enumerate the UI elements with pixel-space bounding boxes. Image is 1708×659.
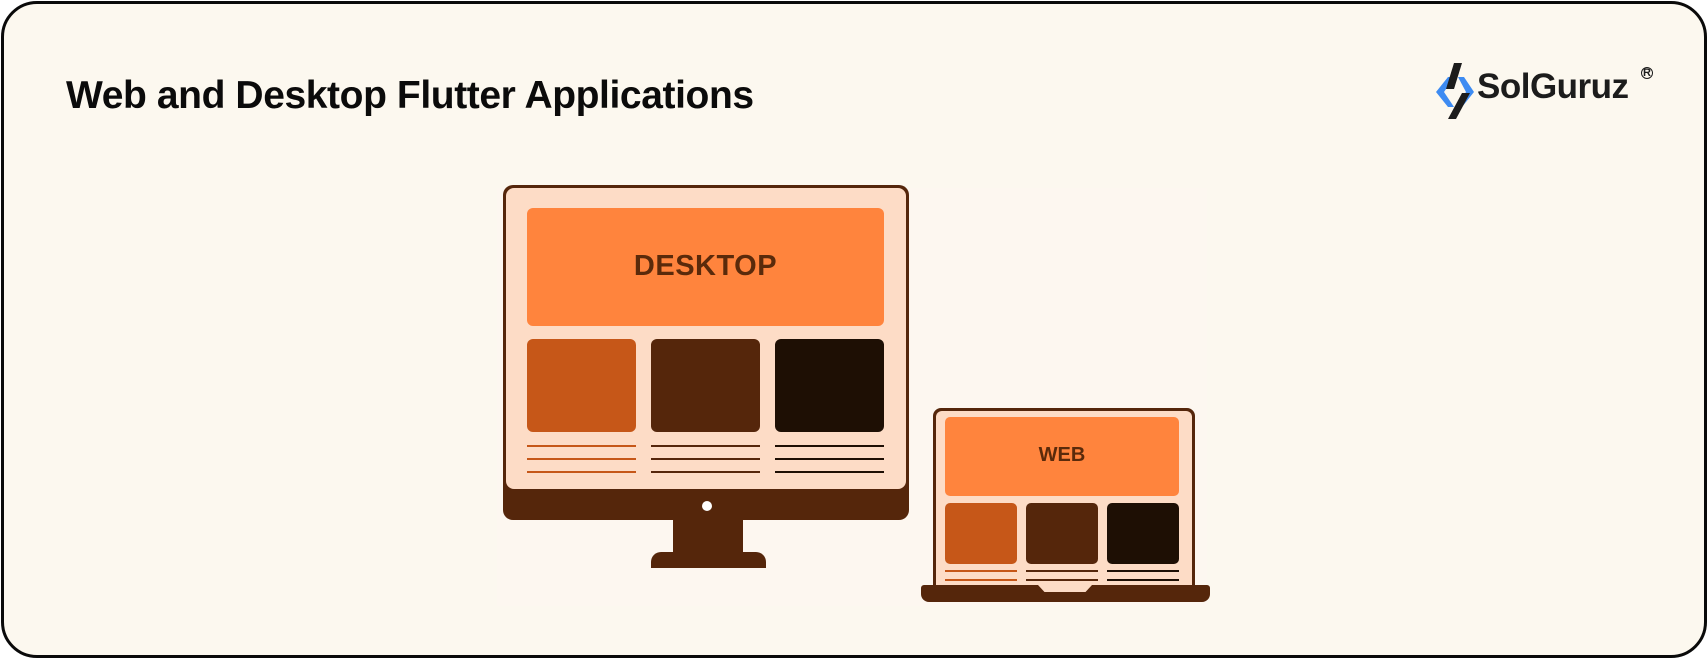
text-line: [1026, 570, 1098, 572]
text-line: [651, 445, 760, 447]
laptop-notch: [1038, 585, 1092, 592]
text-line: [651, 471, 760, 473]
web-banner: WEB: [945, 417, 1179, 496]
text-line: [945, 570, 1017, 572]
text-line: [651, 458, 760, 460]
camera-dot-icon: [702, 501, 712, 511]
registered-mark: R: [1641, 67, 1653, 79]
laptop-tile-1: [945, 503, 1017, 564]
web-banner-label: WEB: [1038, 444, 1086, 466]
text-line: [945, 579, 1017, 581]
laptop-tile-2: [1026, 503, 1098, 564]
laptop-tile-3: [1107, 503, 1179, 564]
solguruz-logo-mark-icon: [1436, 63, 1474, 119]
text-line: [527, 445, 636, 447]
desktop-tile-1: [527, 339, 636, 432]
text-line: [775, 471, 884, 473]
text-line: [527, 471, 636, 473]
text-line: [1107, 579, 1179, 581]
desktop-tile-3: [775, 339, 884, 432]
laptop-base: [921, 585, 1210, 602]
logo-text: SolGuruz: [1477, 67, 1629, 106]
text-line: [527, 458, 636, 460]
text-line: [775, 445, 884, 447]
desktop-banner-label: DESKTOP: [633, 250, 778, 282]
text-line: [1107, 570, 1179, 572]
text-line: [1026, 579, 1098, 581]
solguruz-logo: SolGuruz R: [1434, 59, 1664, 123]
page-title: Web and Desktop Flutter Applications: [66, 74, 754, 117]
desktop-banner: DESKTOP: [527, 208, 884, 326]
text-line: [775, 458, 884, 460]
monitor-base: [651, 552, 766, 568]
desktop-tile-2: [651, 339, 760, 432]
monitor-stand: [673, 519, 743, 555]
